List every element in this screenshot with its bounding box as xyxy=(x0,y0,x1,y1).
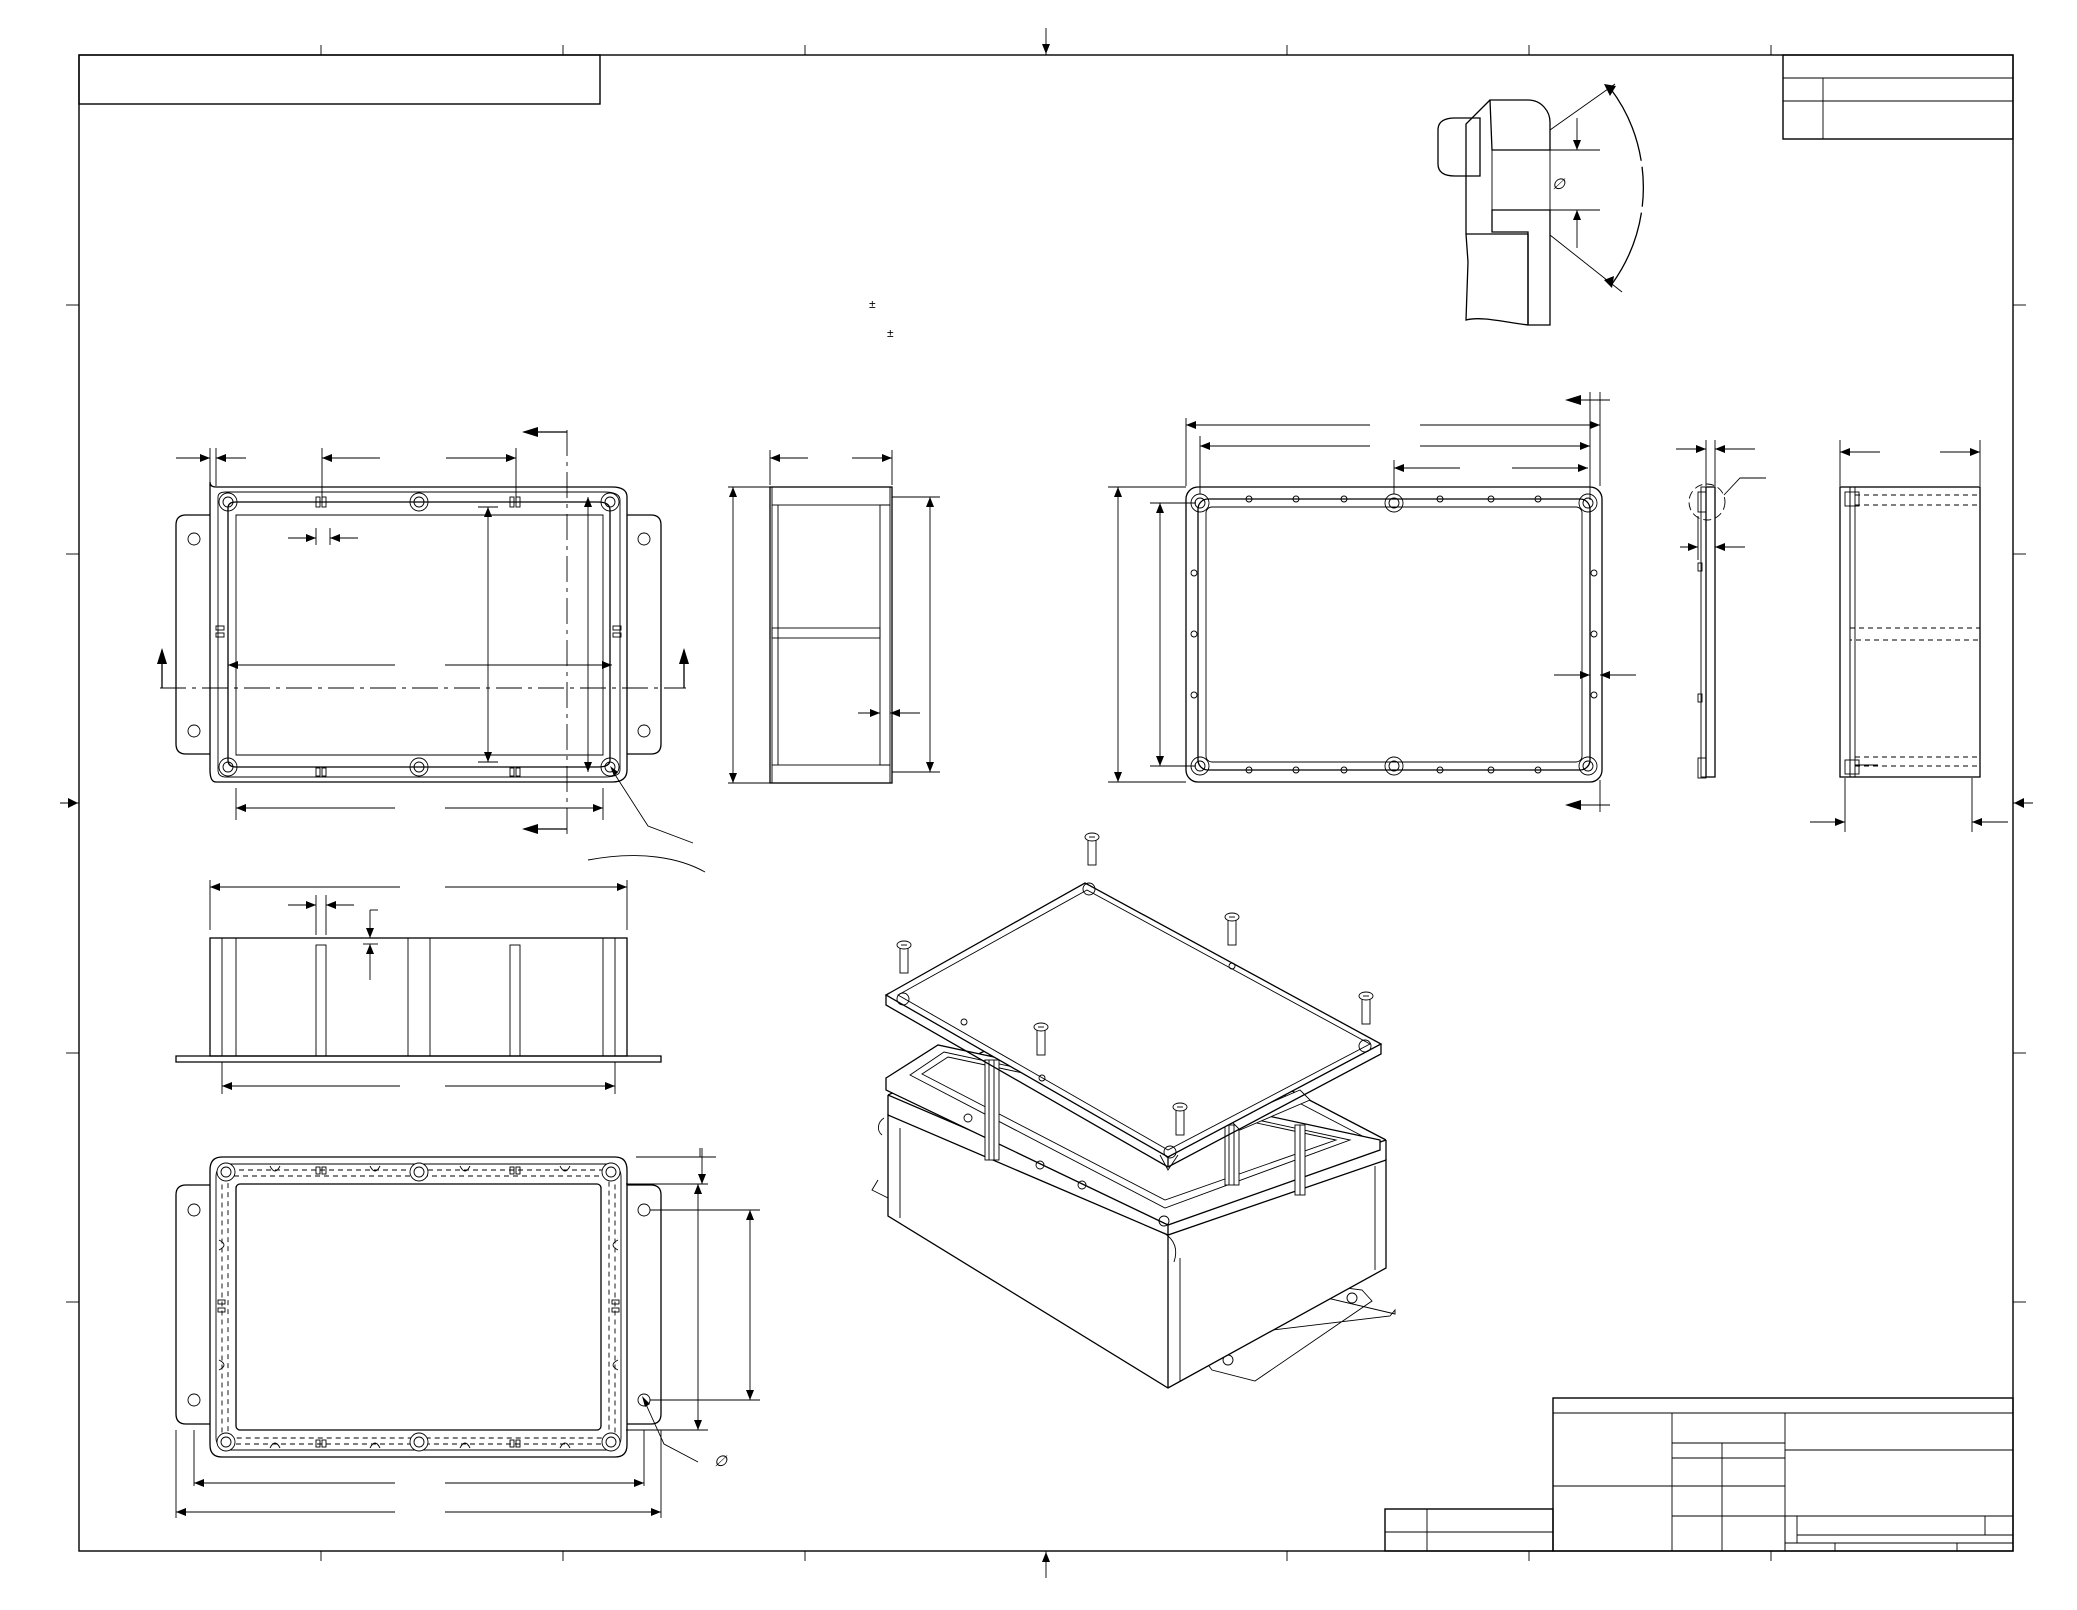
hole-diameter-symbol: ∅ xyxy=(1552,176,1566,193)
long-section-view xyxy=(175,855,706,1094)
bottom-hidden-features xyxy=(217,1165,620,1449)
tolerance-symbol-1: ± xyxy=(869,297,876,311)
ribs-top-view xyxy=(215,496,622,777)
drawing-border xyxy=(60,28,2033,1578)
hole-diameter-symbol-bottom: ∅ xyxy=(714,1453,728,1470)
lid-side-view xyxy=(1676,440,1766,779)
isometric-exploded-assembly xyxy=(871,832,1396,1389)
iso-lid xyxy=(884,882,1383,1171)
iso-screws xyxy=(896,832,1374,1136)
title-block xyxy=(1384,1397,2014,1552)
iso-internal-posts xyxy=(984,1059,1311,1196)
bottom-view: ∅ xyxy=(175,1148,760,1518)
tolerance-symbol-2: ± xyxy=(887,326,894,340)
centering-marks xyxy=(60,28,2033,1578)
lid-screw-holes xyxy=(1190,495,1598,774)
top-view-open-box xyxy=(157,427,694,844)
detail-section-view: ∅ xyxy=(1437,83,1645,326)
top-left-title-strip xyxy=(78,54,601,105)
zone-ticks xyxy=(66,45,2026,1561)
revision-block xyxy=(1782,54,2014,140)
box-end-view xyxy=(1810,440,2008,832)
side-section-view xyxy=(728,450,940,784)
lid-top-view xyxy=(1108,392,1636,812)
